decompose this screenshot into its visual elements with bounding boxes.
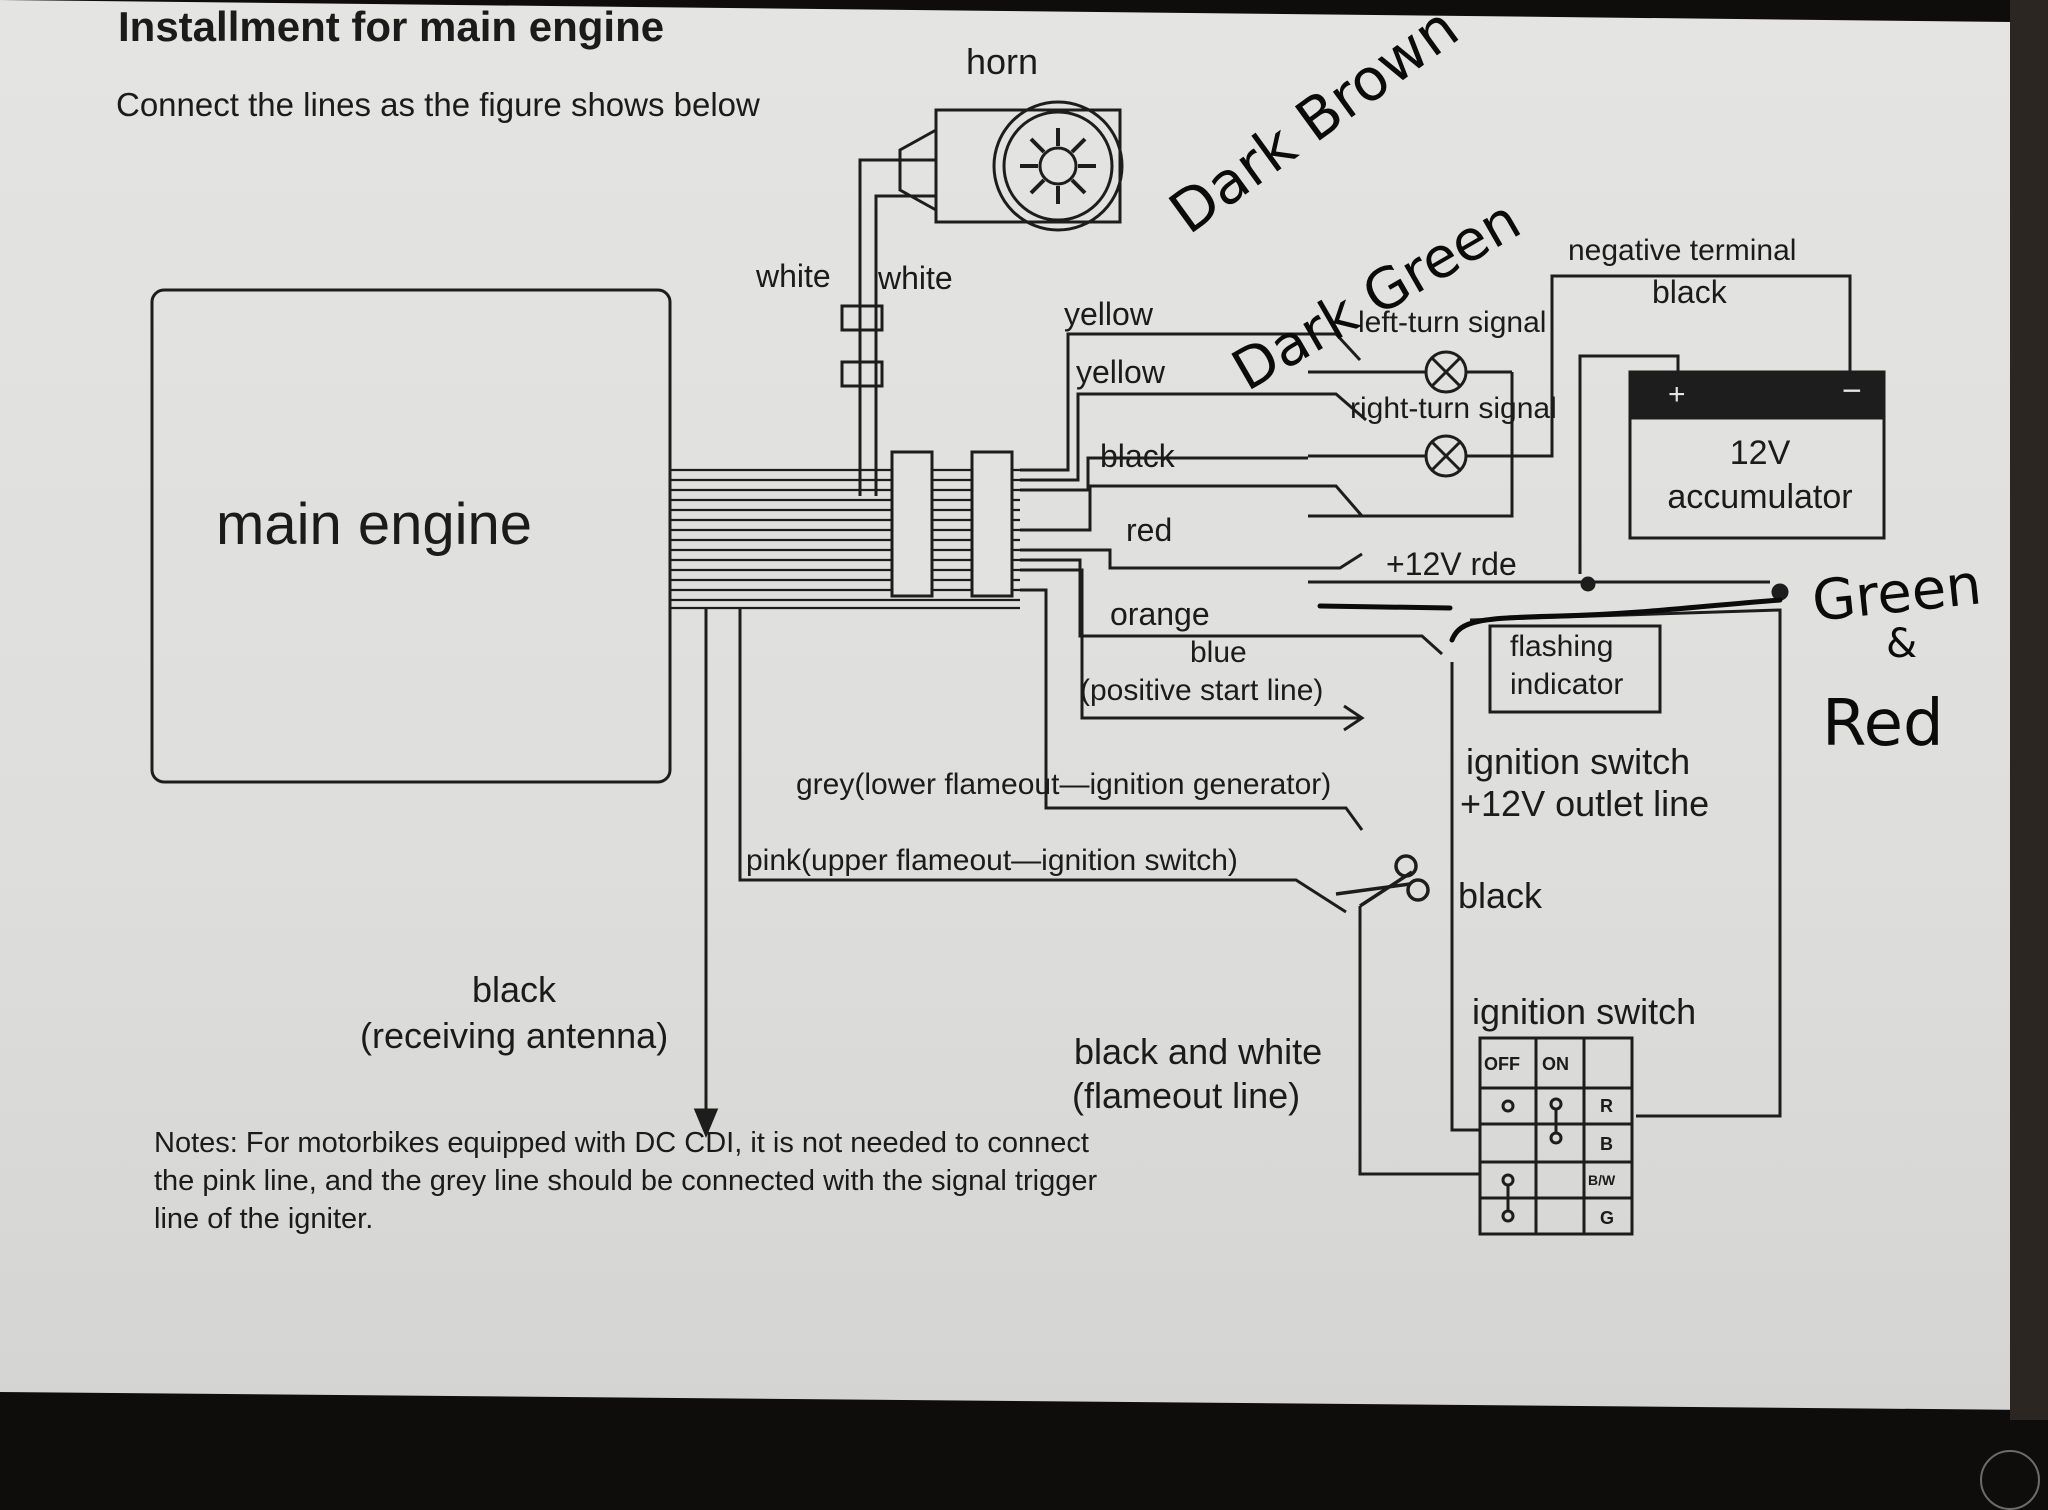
notes-block: Notes: For motorbikes equipped with DC C… (154, 1124, 1097, 1238)
negative-terminal-label: negative terminal (1568, 234, 1797, 267)
connector-block-2 (970, 450, 1014, 598)
watermark-logo (1980, 1450, 2040, 1510)
handwritten-green: Green (1809, 552, 1985, 635)
ignition-switch-table (1478, 1036, 1634, 1236)
minus-sign: − (1842, 372, 1862, 410)
negative-color-label: black (1652, 274, 1727, 310)
wire-label-positive-start: (positive start line) (1080, 674, 1324, 707)
page-subtitle: Connect the lines as the figure shows be… (116, 86, 760, 123)
left-turn-lamp (1424, 350, 1468, 394)
flashing-indicator-box (1488, 624, 1662, 714)
black-wire-label: black (1458, 875, 1543, 916)
ignition-switch-label: ignition switch (1472, 991, 1697, 1032)
wire-label-pink: pink(upper flameout—ignition switch) (746, 844, 1238, 877)
plus-sign: + (1668, 378, 1686, 411)
wire-label-blue: blue (1190, 636, 1247, 669)
switch-r-label: R (1600, 1096, 1613, 1116)
right-turn-lamp (1424, 434, 1468, 478)
switch-bw-label: B/W (1588, 1172, 1616, 1188)
flashing-label-1: flashing (1510, 630, 1614, 663)
left-turn-label: left-turn signal (1358, 306, 1547, 339)
connector-block-1 (890, 450, 934, 598)
notes-line-1: Notes: For motorbikes equipped with DC C… (154, 1127, 1089, 1159)
ign-outlet-label-2: +12V outlet line (1460, 783, 1710, 824)
antenna-desc-label: (receiving antenna) (360, 1015, 669, 1056)
instruction-sheet (0, 0, 2040, 1410)
handwritten-wire (1449, 597, 1783, 643)
page-title: Installment for main engine (118, 3, 665, 50)
horn-label: horn (966, 41, 1039, 82)
plus-12v-label: +12V rde (1386, 546, 1517, 582)
accumulator-voltage: 12V (1729, 434, 1791, 472)
antenna-color-label: black (472, 969, 557, 1010)
wire-label-grey: grey(lower flameout—ignition generator) (796, 768, 1332, 801)
main-engine-label: main engine (216, 492, 532, 557)
switch-b-label: B (1600, 1134, 1613, 1154)
horn-connector-2 (840, 360, 884, 388)
wire-label-yellow-2: yellow (1076, 354, 1165, 390)
handwritten-red: Red (1822, 687, 1944, 761)
switch-off-label: OFF (1484, 1054, 1520, 1074)
flameout-desc-label: (flameout line) (1072, 1075, 1301, 1116)
main-engine-box (150, 288, 672, 784)
right-turn-label: right-turn signal (1350, 392, 1557, 425)
horn-connector-1 (840, 304, 884, 332)
flashing-label-2: indicator (1510, 668, 1624, 701)
wire-label-yellow-1: yellow (1064, 296, 1153, 332)
sheet-edge (2010, 0, 2048, 1420)
notes-line-3: line of the igniter. (154, 1203, 374, 1235)
wire-label-black: black (1100, 438, 1175, 474)
wire-label-red: red (1126, 512, 1173, 548)
flameout-color-label: black and white (1074, 1031, 1323, 1072)
ign-outlet-label-1: ignition switch (1466, 741, 1691, 782)
wire-label-orange: orange (1110, 596, 1210, 632)
scissors-icon (1335, 854, 1430, 908)
wire-label-white-left: white (756, 258, 831, 294)
accumulator-name: accumulator (1667, 478, 1853, 516)
handwritten-amp: & (1886, 621, 1918, 667)
switch-on-label: ON (1542, 1054, 1569, 1074)
notes-line-2: the pink line, and the grey line should … (154, 1165, 1098, 1197)
wire-label-white-right: white (878, 260, 953, 296)
switch-g-label: G (1600, 1208, 1615, 1228)
horn-icon (898, 100, 1124, 232)
